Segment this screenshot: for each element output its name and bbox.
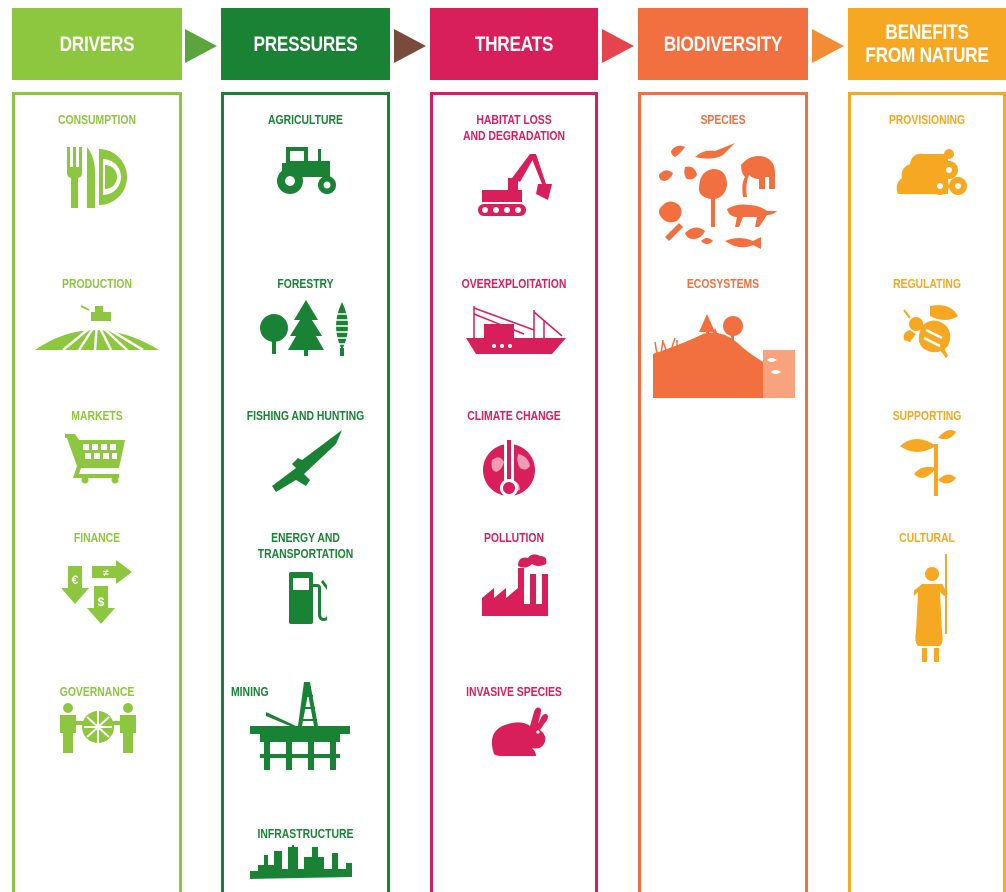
benefits-item-label: SUPPORTING [892, 408, 962, 423]
pressures-item-label: TRANSPORTATION [257, 546, 354, 561]
arrow-icon [185, 29, 217, 63]
trees-icon [258, 300, 354, 356]
drivers-item-label: FINANCE [73, 530, 121, 545]
drivers-item-label: PRODUCTION [62, 276, 132, 291]
pressures-item-label: FORESTRY [277, 276, 334, 291]
drivers-header-bg [12, 8, 182, 80]
factory-icon [480, 554, 550, 618]
biodiversity-header-bg [638, 8, 808, 80]
pressures-item-label: ENERGY AND [271, 530, 340, 545]
threats-item-label: CLIMATE CHANGE [467, 408, 561, 423]
svg-text:$: $ [98, 595, 105, 609]
rifle-icon [268, 428, 344, 492]
drivers-item-label: MARKETS [71, 408, 123, 423]
threats-item-label: OVEREXPLOITATION [461, 276, 567, 291]
pressures-item-label: AGRICULTURE [268, 112, 343, 127]
threats-column [430, 92, 598, 892]
threats-item-label: POLLUTION [483, 530, 545, 545]
excavator-icon [476, 150, 556, 220]
svg-text:€: € [72, 573, 79, 587]
arrow-icon [812, 29, 844, 63]
benefits-column [848, 92, 1006, 892]
city-skyline-icon [250, 845, 362, 879]
drivers-header: DRIVERS [59, 32, 135, 56]
traditional-person-icon [914, 554, 954, 664]
biodiversity-item-label: SPECIES [700, 112, 746, 127]
threats-item-label: INVASIVE SPECIES [466, 684, 562, 699]
benefits-header-bg [848, 8, 1006, 80]
threats-item-label: HABITAT LOSS [476, 112, 552, 127]
pressures-item-label: MINING [231, 684, 269, 699]
drivers-item-label: CONSUMPTION [58, 112, 136, 127]
currency-arrows-icon: € ≠ $ [62, 560, 134, 626]
farm-field-icon [33, 300, 161, 352]
drivers-column [12, 92, 182, 892]
animals-species-icon [655, 137, 795, 257]
arrow-icon [602, 29, 634, 63]
drivers-item-label: GOVERNANCE [59, 684, 135, 699]
pressures-column [221, 92, 390, 892]
threats-header-bg [430, 8, 598, 80]
benefits-item-label: REGULATING [893, 276, 961, 291]
tractor-icon [274, 143, 340, 195]
people-globe-icon [58, 703, 138, 753]
pressures-header-bg [221, 8, 390, 80]
biodiversity-header: BIODIVERSITY [663, 32, 783, 56]
threats-header: THREATS [474, 32, 554, 56]
bee-icon [900, 302, 962, 360]
arrow-icon [394, 29, 426, 63]
pressures-header: PRESSURES [253, 32, 358, 56]
fuel-pump-icon [287, 570, 327, 626]
plant-seedling-icon [898, 428, 958, 496]
fork-knife-plate-icon [63, 145, 133, 210]
oil-rig-icon [246, 682, 356, 772]
svg-text:≠: ≠ [103, 568, 109, 579]
threats-item-label: AND DEGRADATION [462, 128, 566, 143]
shopping-cart-icon [63, 430, 129, 484]
benefits-item-label: CULTURAL [899, 530, 955, 545]
pressures-item-label: INFRASTRUCTURE [257, 826, 354, 841]
benefits-item-label: PROVISIONING [888, 112, 966, 127]
ecosystem-landscape-icon [653, 314, 795, 398]
biodiversity-item-label: ECOSYSTEMS [686, 276, 760, 291]
log-pile-icon [894, 148, 970, 198]
globe-thermometer-icon [480, 430, 538, 502]
rabbit-icon [484, 706, 550, 758]
fishing-boat-icon [464, 304, 568, 356]
biodiversity-column [638, 92, 808, 892]
pressures-item-label: FISHING AND HUNTING [246, 408, 365, 423]
